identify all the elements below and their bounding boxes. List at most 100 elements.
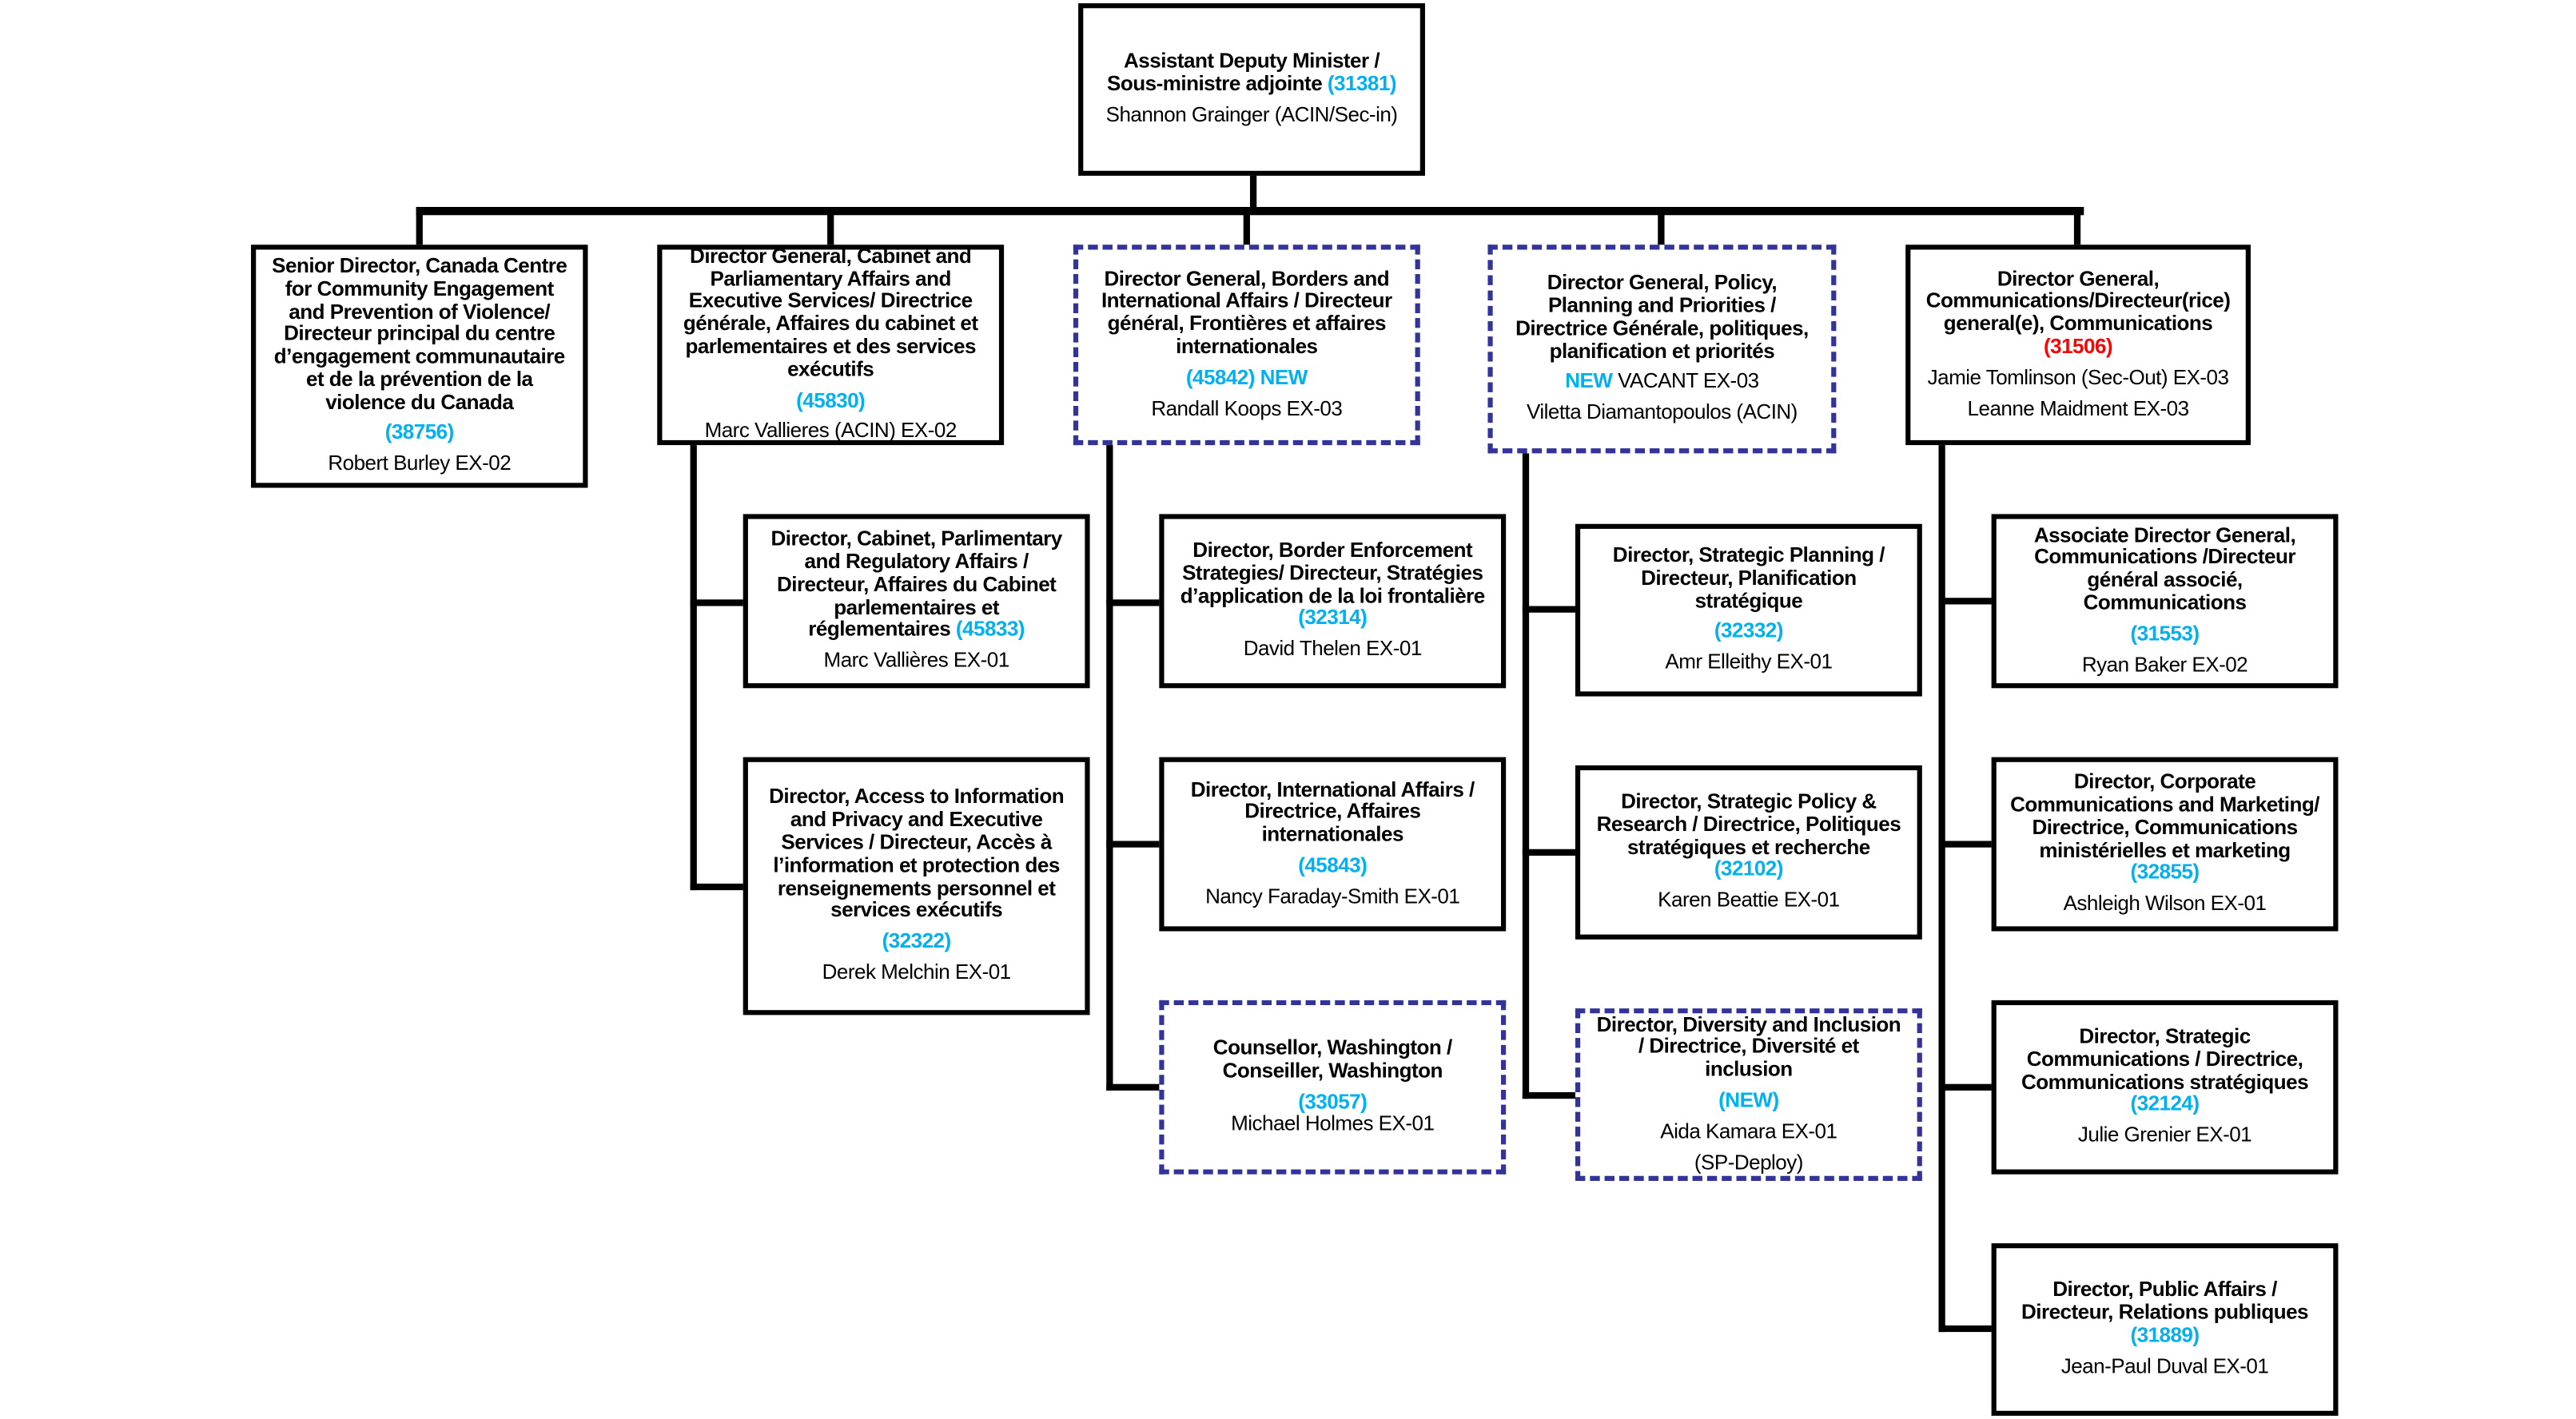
box-line: Nancy Faraday-Smith EX-01: [1205, 884, 1460, 908]
box-line: général, Frontières et affaires: [1108, 312, 1387, 336]
box-line: violence du Canada: [325, 391, 514, 415]
box-line: Director General, Policy,: [1547, 272, 1778, 295]
box-line: (32124): [2130, 1092, 2200, 1117]
connector-line: [1243, 207, 1250, 248]
box-line: Communications stratégiques: [2021, 1071, 2309, 1094]
box-line: Directrice, Affaires: [1244, 801, 1421, 825]
box-line: (32332): [1714, 620, 1784, 644]
position-code: (45842) NEW: [1185, 365, 1308, 389]
title-text: exécutifs: [787, 357, 874, 381]
org-box-adm: Assistant Deputy Minister /Sous-ministre…: [1078, 3, 1425, 176]
title-text: parlementaires et: [834, 595, 999, 618]
box-line: Directrice, Communications: [2032, 816, 2298, 840]
box-line: générale, Affaires du cabinet et: [683, 312, 978, 336]
org-box-dir-international: Director, International Affairs /Directr…: [1159, 757, 1507, 932]
box-line: Communications and Marketing/: [2010, 793, 2319, 817]
box-line: Ryan Baker EX-02: [2082, 653, 2248, 677]
box-line: Marc Vallieres (ACIN) EX-02: [705, 419, 958, 443]
box-line: Director, Strategic: [2079, 1024, 2251, 1049]
connector-line: [690, 445, 697, 891]
title-text: ministérielles et marketing: [2039, 838, 2291, 862]
title-text: Communications /Directeur: [2034, 546, 2295, 570]
box-line: Director, Strategic Planning /: [1612, 543, 1885, 567]
box-line: Julie Grenier EX-01: [2078, 1124, 2252, 1147]
title-text: d’engagement communautaire: [273, 344, 565, 368]
title-text: general(e), Communications: [1943, 312, 2213, 336]
name-text: David Thelen EX-01: [1243, 637, 1423, 661]
box-line: stratégiques et recherche: [1627, 836, 1870, 860]
title-text: Services / Directeur, Accès à: [781, 830, 1052, 854]
box-line: and Privacy and Executive: [790, 809, 1043, 833]
position-code: (32124): [2130, 1092, 2200, 1116]
position-code: (NEW): [1718, 1088, 1779, 1112]
title-text: Director, Corporate: [2073, 770, 2256, 794]
name-text: Jamie Tomlinson (Sec-Out) EX-03: [1927, 365, 2229, 389]
box-line: (31889): [2130, 1324, 2200, 1348]
box-line: Director, Border Enforcement: [1192, 539, 1472, 562]
box-line: Planning and Priorities /: [1548, 294, 1776, 318]
connector-line: [1522, 453, 1530, 1099]
box-line: Directeur, Relations publiques: [2021, 1302, 2309, 1326]
name-text: Nancy Faraday-Smith EX-01: [1205, 884, 1460, 908]
box-line: Director, Strategic Policy &: [1621, 790, 1877, 814]
org-box-dg-communications: Director General,Communications/Directeu…: [1905, 244, 2251, 446]
title-text: Director, Public Affairs /: [2052, 1278, 2277, 1302]
box-line: Director, Public Affairs /: [2052, 1278, 2277, 1302]
box-line: exécutifs: [787, 357, 874, 382]
title-text: Directrice, Communications: [2032, 816, 2298, 839]
title-text: Communications: [2083, 591, 2247, 614]
box-line: Director General,: [1997, 267, 2160, 291]
connector-line: [1249, 175, 1257, 214]
box-line: Shannon Grainger (ACIN/Sec-in): [1106, 103, 1398, 127]
position-code: (45830): [796, 388, 866, 412]
connector-line: [1106, 841, 1163, 848]
connector-line: [1522, 1091, 1579, 1099]
connector-line: [827, 207, 834, 248]
box-line: renseignements personnel et: [778, 876, 1056, 900]
box-line: (32102): [1714, 858, 1784, 882]
box-line: Michael Holmes EX-01: [1231, 1112, 1435, 1136]
position-code: (45833): [955, 618, 1025, 642]
title-text: Director, Strategic Planning /: [1612, 543, 1885, 567]
box-line: services exécutifs: [830, 899, 1002, 923]
position-code: (45843): [1298, 853, 1368, 877]
title-text: Senior Director, Canada Centre: [272, 254, 567, 278]
connector-line: [1522, 606, 1579, 613]
box-line: Amr Elleithy EX-01: [1665, 651, 1833, 674]
name-text: VACANT EX-03: [1612, 370, 1759, 393]
box-line: Leanne Maidment EX-03: [1967, 396, 2190, 421]
box-line: Directrice Générale, politiques,: [1515, 316, 1809, 340]
title-text: Communications and Marketing/: [2010, 793, 2319, 817]
box-line: (33057): [1298, 1090, 1368, 1114]
box-line: Director General, Borders and: [1104, 267, 1390, 291]
box-line: Strategies/ Directeur, Stratégies: [1182, 562, 1483, 586]
box-line: Communications /Directeur: [2034, 546, 2295, 570]
title-text: Director General, Cabinet and: [690, 244, 972, 268]
box-line: d’engagement communautaire: [273, 344, 565, 369]
title-text: générale, Affaires du cabinet et: [683, 312, 978, 336]
title-text: Director General, Borders and: [1104, 267, 1390, 291]
box-line: (45842) NEW: [1185, 365, 1308, 390]
box-line: and Regulatory Affairs /: [805, 551, 1029, 574]
title-text: Director, Strategic: [2079, 1024, 2251, 1048]
org-box-dir-public-affairs: Director, Public Affairs /Directeur, Rel…: [1991, 1243, 2339, 1416]
box-line: (NEW): [1718, 1088, 1779, 1113]
connector-line: [1522, 849, 1579, 856]
title-text: Director General,: [1997, 267, 2160, 291]
connector-line: [1938, 841, 1995, 848]
box-line: internationales: [1176, 336, 1318, 359]
title-text: internationales: [1261, 823, 1404, 846]
title-text: Directrice Générale, politiques,: [1515, 316, 1809, 340]
name-text: (SP-Deploy): [1694, 1151, 1804, 1174]
title-text: parlementaires et des services: [685, 335, 976, 359]
name-text: Jean-Paul Duval EX-01: [2060, 1354, 2269, 1378]
box-line: et de la prévention de la: [306, 368, 533, 392]
connector-line: [1658, 207, 1665, 248]
box-line: Parliamentary Affairs and: [711, 267, 952, 291]
name-text: Leanne Maidment EX-03: [1967, 396, 2190, 420]
box-line: Counsellor, Washington /: [1213, 1036, 1452, 1060]
name-text: Randall Koops EX-03: [1151, 396, 1343, 420]
box-line: NEW VACANT EX-03: [1565, 370, 1759, 394]
position-code: (38756): [384, 421, 455, 445]
